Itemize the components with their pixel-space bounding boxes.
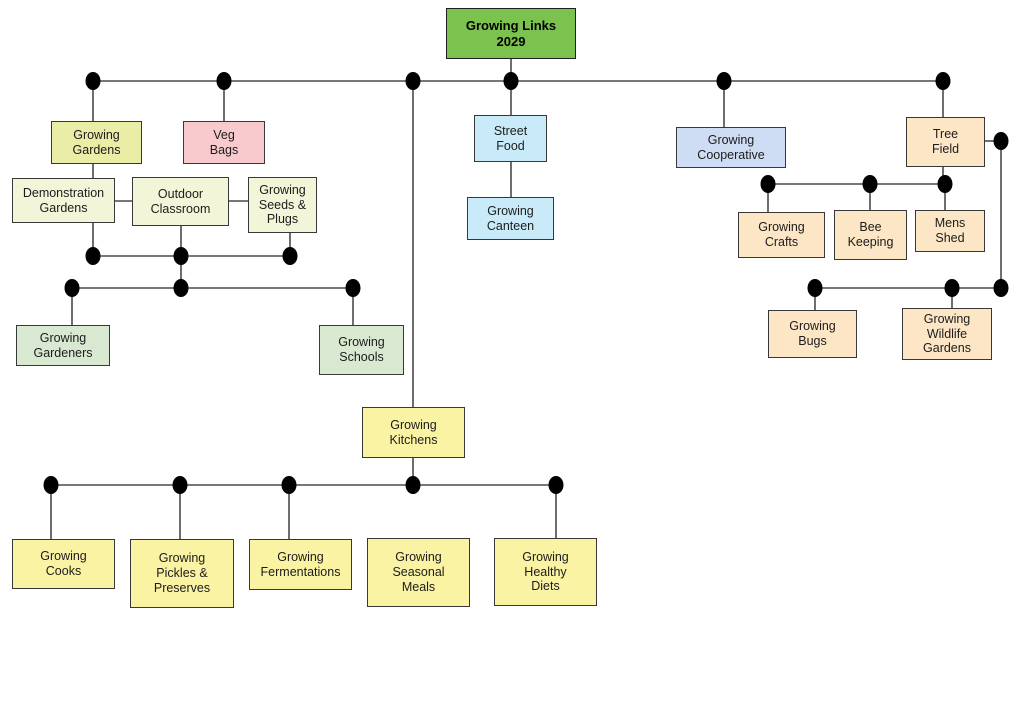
junction-dots	[43, 72, 1009, 494]
node-growing-cooks: Growing Cooks	[12, 539, 115, 589]
node-growing-wildlife-gardens: Growing Wildlife Gardens	[902, 308, 992, 360]
node-growing-cooperative: Growing Cooperative	[676, 127, 786, 168]
node-growing-healthy-diets: Growing Healthy Diets	[494, 538, 597, 606]
node-bee-keeping: Bee Keeping	[834, 210, 907, 260]
node-growing-links-2029: Growing Links 2029	[446, 8, 576, 59]
node-growing-canteen: Growing Canteen	[467, 197, 554, 240]
node-growing-gardens: Growing Gardens	[51, 121, 142, 164]
node-outdoor-classroom: Outdoor Classroom	[132, 177, 229, 226]
node-veg-bags: Veg Bags	[183, 121, 265, 164]
node-growing-schools: Growing Schools	[319, 325, 404, 375]
node-demonstration-gardens: Demonstration Gardens	[12, 178, 115, 223]
node-mens-shed: Mens Shed	[915, 210, 985, 252]
node-street-food: Street Food	[474, 115, 547, 162]
node-growing-seasonal-meals: Growing Seasonal Meals	[367, 538, 470, 607]
node-tree-field: Tree Field	[906, 117, 985, 167]
node-growing-kitchens: Growing Kitchens	[362, 407, 465, 458]
node-growing-gardeners: Growing Gardeners	[16, 325, 110, 366]
node-growing-bugs: Growing Bugs	[768, 310, 857, 358]
node-growing-crafts: Growing Crafts	[738, 212, 825, 258]
node-growing-fermentations: Growing Fermentations	[249, 539, 352, 590]
node-growing-seeds-plugs: Growing Seeds & Plugs	[248, 177, 317, 233]
node-growing-pickles-preserves: Growing Pickles & Preserves	[130, 539, 234, 608]
